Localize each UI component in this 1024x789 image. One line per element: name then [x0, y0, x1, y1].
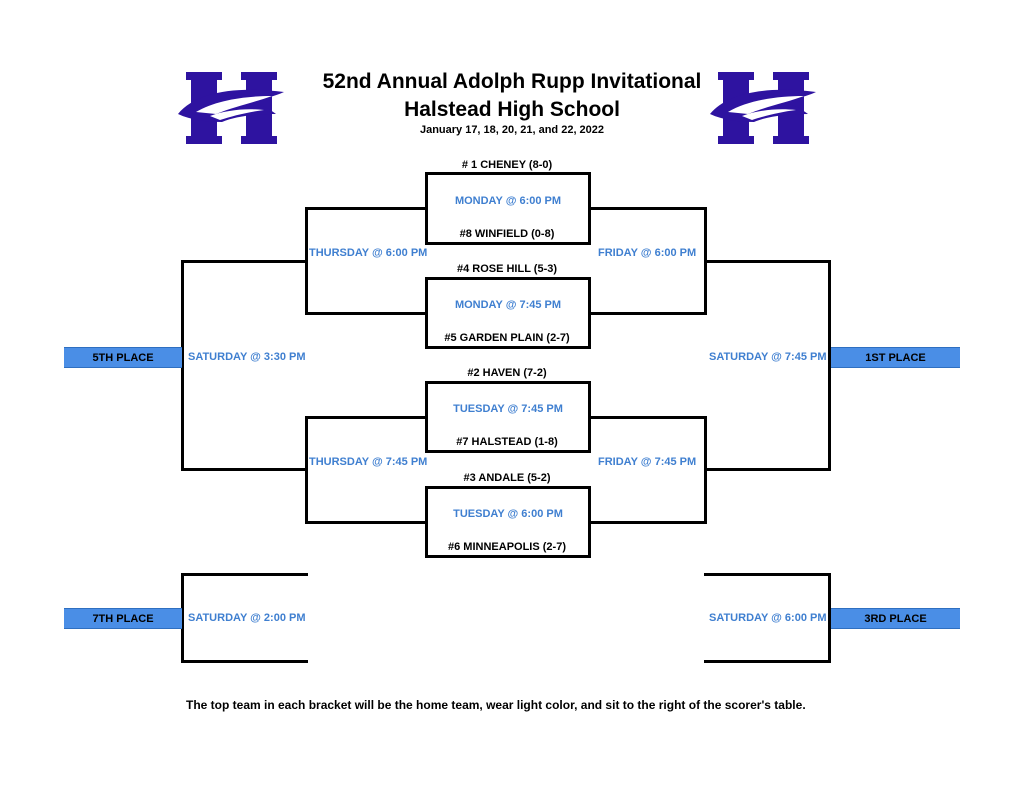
team-rose-hill: #4 ROSE HILL (5-3) — [456, 263, 558, 275]
home-team-note: The top team in each bracket will be the… — [186, 698, 806, 712]
game-time-monday-600: MONDAY @ 6:00 PM — [454, 195, 562, 207]
game-time-thursday-600: THURSDAY @ 6:00 PM — [309, 247, 428, 259]
game-time-tuesday-600: TUESDAY @ 6:00 PM — [453, 508, 563, 520]
place-bar-7th: 7TH PLACE — [64, 608, 182, 629]
place-bar-5th: 5TH PLACE — [64, 347, 182, 368]
game-time-saturday-600: SATURDAY @ 6:00 PM — [709, 612, 827, 624]
school-name: Halstead High School — [404, 98, 620, 121]
game-time-monday-745: MONDAY @ 7:45 PM — [454, 299, 562, 311]
tournament-dates: January 17, 18, 20, 21, and 22, 2022 — [419, 124, 605, 136]
eagle-h-logo-left — [178, 72, 284, 144]
team-andale: #3 ANDALE (5-2) — [463, 472, 551, 484]
eagle-h-logo-right — [710, 72, 816, 144]
place-bar-3rd: 3RD PLACE — [831, 608, 960, 629]
team-cheney: # 1 CHENEY (8-0) — [461, 159, 553, 171]
tournament-title: 52nd Annual Adolph Rupp Invitational — [322, 70, 702, 93]
game-time-friday-745: FRIDAY @ 7:45 PM — [598, 456, 697, 468]
place-bar-1st: 1ST PLACE — [831, 347, 960, 368]
game-time-saturday-745: SATURDAY @ 7:45 PM — [709, 351, 827, 363]
team-minneapolis: #6 MINNEAPOLIS (2-7) — [448, 541, 566, 553]
game-time-thursday-745: THURSDAY @ 7:45 PM — [309, 456, 428, 468]
team-haven: #2 HAVEN (7-2) — [467, 367, 547, 379]
game-time-saturday-330: SATURDAY @ 3:30 PM — [188, 351, 306, 363]
team-garden-plain: #5 GARDEN PLAIN (2-7) — [444, 332, 570, 344]
game-time-friday-600: FRIDAY @ 6:00 PM — [598, 247, 697, 259]
team-halstead: #7 HALSTEAD (1-8) — [456, 436, 558, 448]
game-time-tuesday-745: TUESDAY @ 7:45 PM — [453, 403, 563, 415]
game-time-saturday-200: SATURDAY @ 2:00 PM — [188, 612, 306, 624]
team-winfield: #8 WINFIELD (0-8) — [459, 228, 555, 240]
